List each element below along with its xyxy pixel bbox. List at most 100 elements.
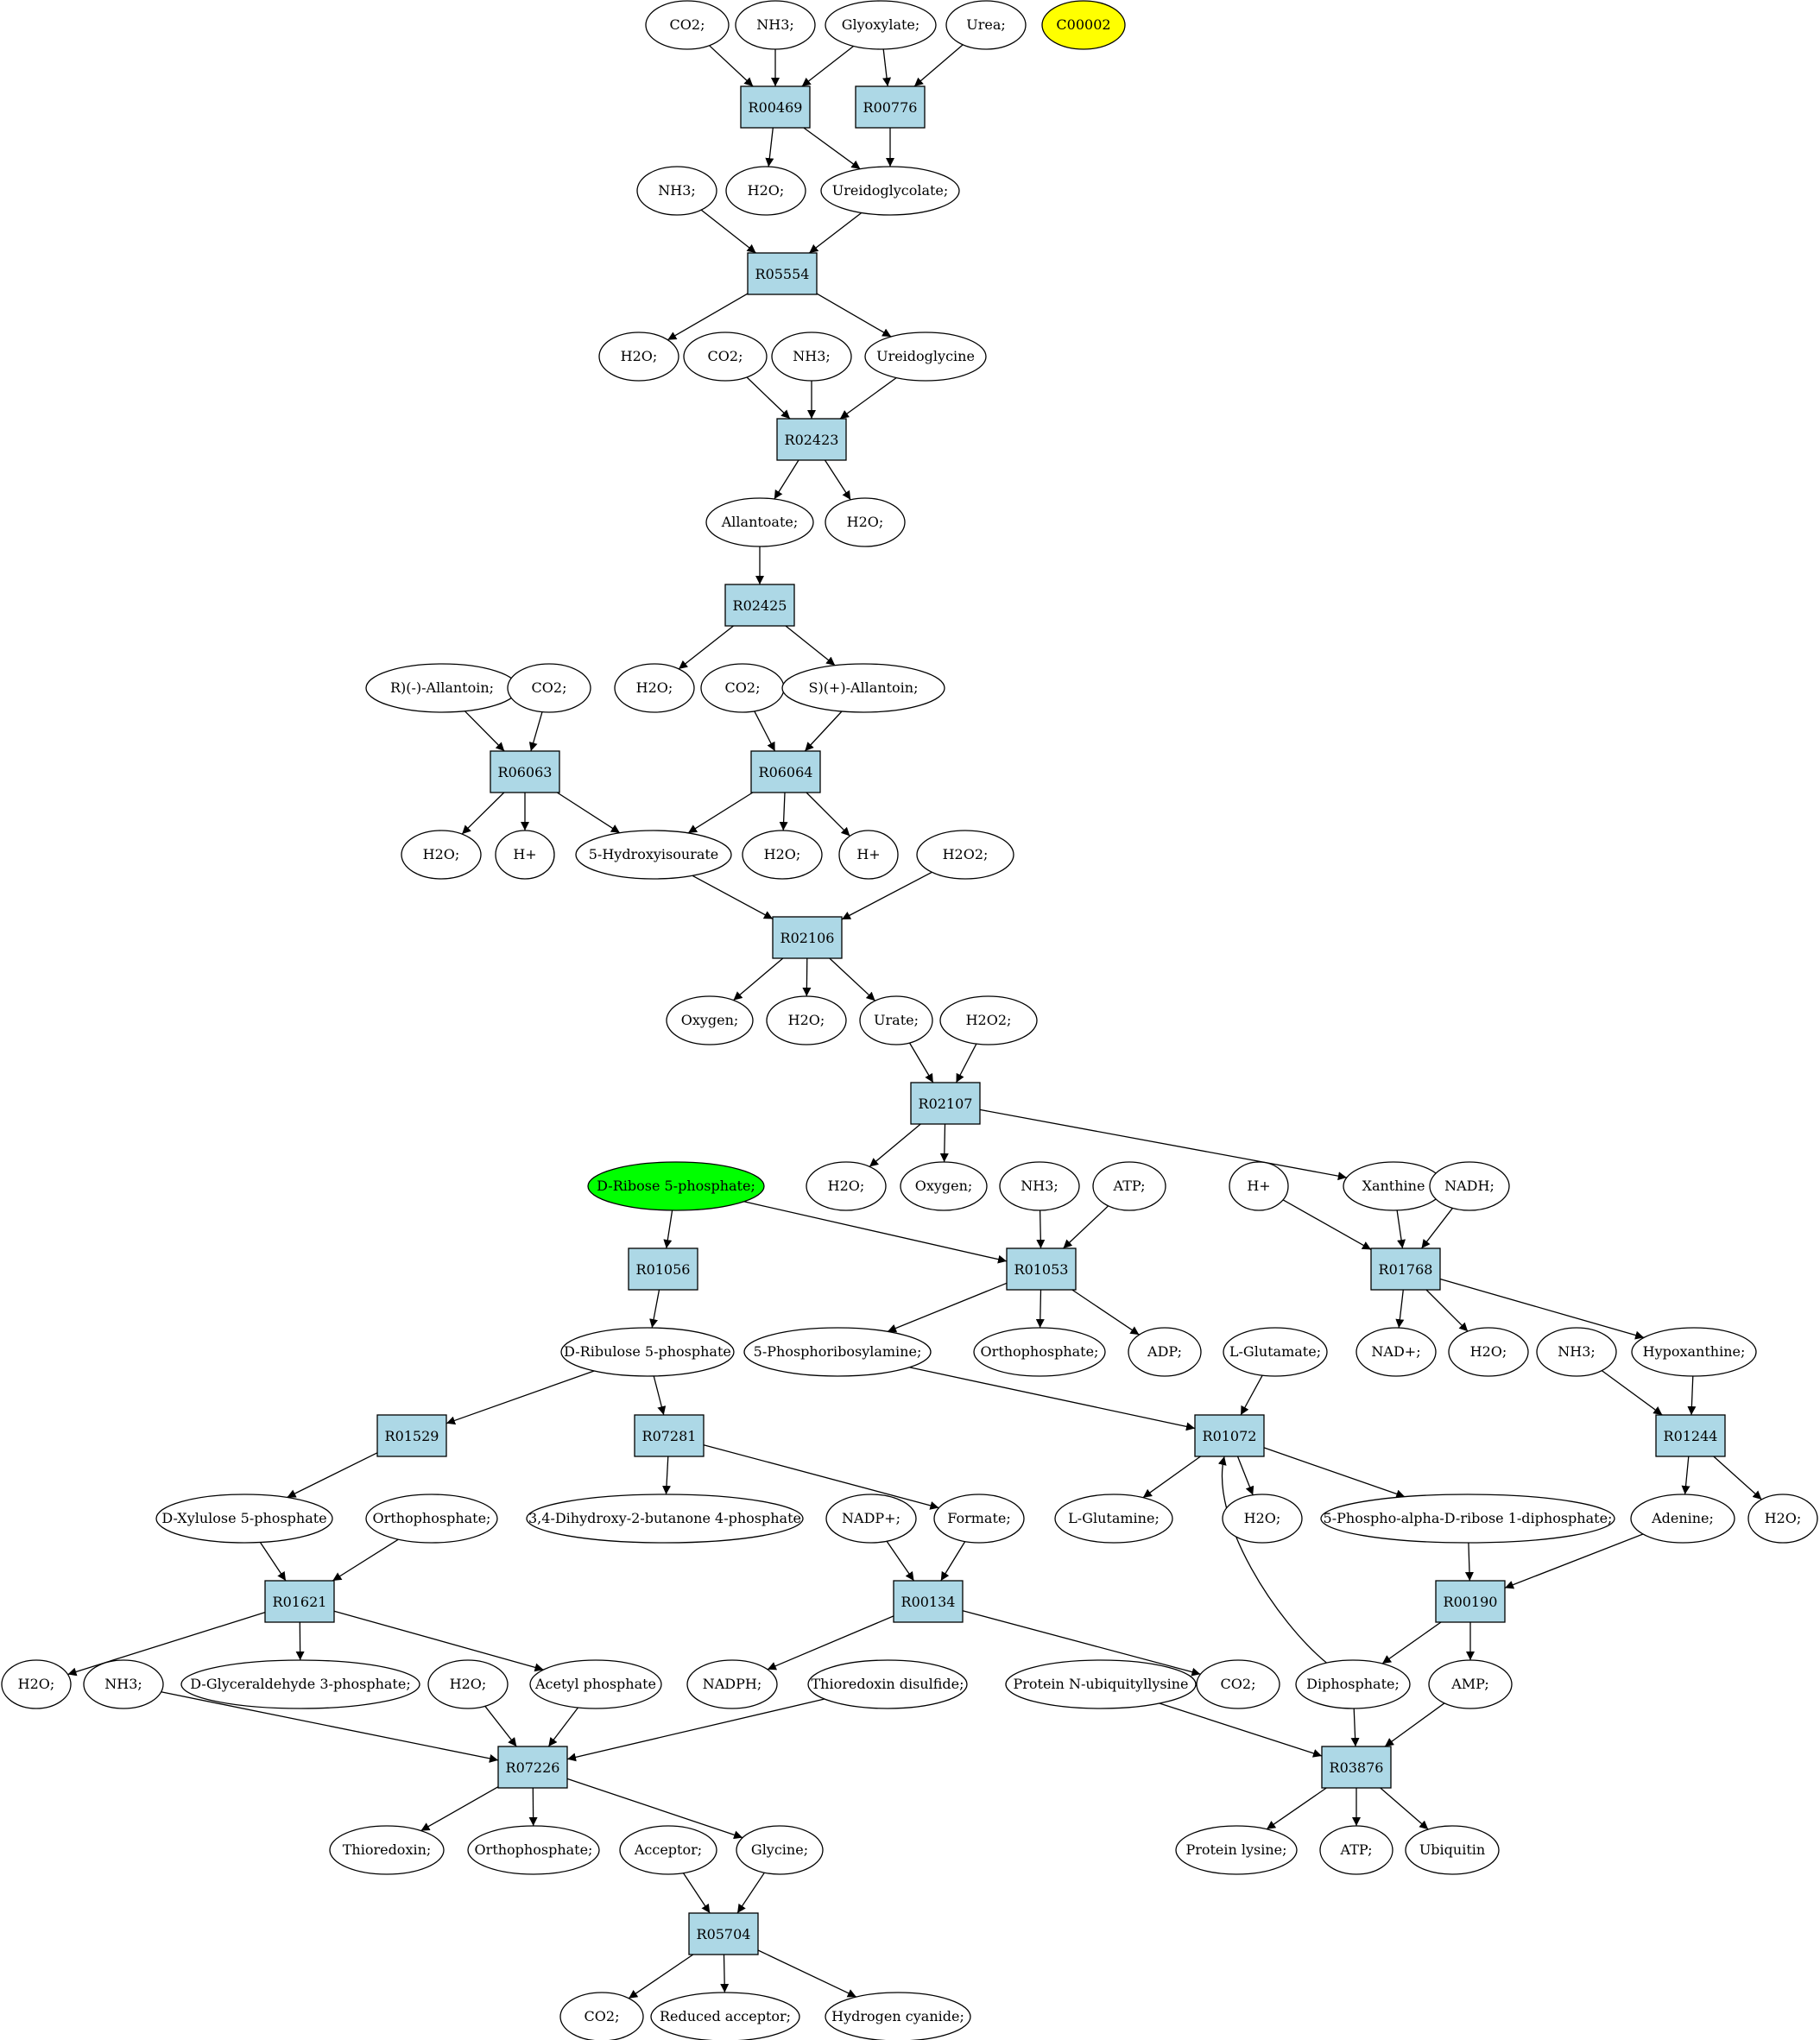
compound-c00002[interactable]: C00002 <box>1041 0 1126 50</box>
compound-co2-5[interactable]: CO2; <box>1196 1659 1280 1709</box>
compound-phosphoribosylamine[interactable]: 5-Phosphoribosylamine; <box>743 1327 932 1377</box>
compound-nadplus[interactable]: NAD+; <box>1356 1327 1437 1377</box>
reaction-r00190[interactable]: R00190 <box>1435 1580 1506 1623</box>
compound-h2o-3[interactable]: H2O; <box>825 497 906 547</box>
reaction-r01056[interactable]: R01056 <box>628 1247 698 1291</box>
reaction-r01244[interactable]: R01244 <box>1655 1414 1726 1457</box>
compound-co2-4[interactable]: CO2; <box>700 663 785 713</box>
compound-orthophosphate-2[interactable]: Orthophosphate; <box>365 1494 498 1544</box>
compound-hplus-2[interactable]: H+ <box>838 830 899 880</box>
compound-nadpplus[interactable]: NADP+; <box>825 1494 917 1544</box>
compound-h2o-13[interactable]: H2O; <box>427 1659 509 1709</box>
compound-oxygen-1[interactable]: Oxygen; <box>666 995 754 1045</box>
compound-acceptor[interactable]: Acceptor; <box>619 1825 717 1875</box>
compound-nadph[interactable]: NADPH; <box>686 1659 778 1709</box>
compound-reduced-acceptor[interactable]: Reduced acceptor; <box>650 1992 800 2040</box>
compound-nh3-1[interactable]: NH3; <box>735 0 816 50</box>
compound-ribulose5p[interactable]: D-Ribulose 5-phosphate <box>560 1327 735 1377</box>
compound-urea[interactable]: Urea; <box>945 0 1027 50</box>
reaction-r07281[interactable]: R07281 <box>634 1414 705 1457</box>
compound-r-allantoin[interactable]: R)(-)-Allantoin; <box>365 663 519 713</box>
compound-h2o-2[interactable]: H2O; <box>598 332 679 382</box>
compound-hydroxyisourate[interactable]: 5-Hydroxyisourate <box>575 830 732 880</box>
reaction-r06063[interactable]: R06063 <box>490 750 560 793</box>
compound-co2-6[interactable]: CO2; <box>559 1992 644 2040</box>
compound-ureidoglycine[interactable]: Ureidoglycine <box>864 332 987 382</box>
compound-label: Hydrogen cyanide; <box>831 2008 964 2024</box>
compound-oxygen-2[interactable]: Oxygen; <box>900 1161 988 1211</box>
compound-nh3-4[interactable]: NH3; <box>999 1161 1080 1211</box>
compound-orthophosphate-1[interactable]: Orthophosphate; <box>973 1327 1106 1377</box>
compound-h2o2-1[interactable]: H2O2; <box>916 830 1014 880</box>
compound-amp[interactable]: AMP; <box>1428 1659 1513 1709</box>
compound-acetylphosphate[interactable]: Acetyl phosphate <box>529 1659 662 1709</box>
reaction-r01768[interactable]: R01768 <box>1370 1247 1441 1291</box>
compound-co2-1[interactable]: CO2; <box>645 0 730 50</box>
compound-adp[interactable]: ADP; <box>1128 1327 1202 1377</box>
compound-orthophosphate-3[interactable]: Orthophosphate; <box>467 1825 600 1875</box>
compound-xanthine[interactable]: Xanthine <box>1343 1161 1444 1211</box>
compound-hydrogen-cyanide[interactable]: Hydrogen cyanide; <box>825 1992 971 2040</box>
compound-thioredoxin[interactable]: Thioredoxin; <box>329 1825 445 1875</box>
reaction-r05704[interactable]: R05704 <box>688 1912 759 1955</box>
compound-protein-lysine[interactable]: Protein lysine; <box>1175 1825 1298 1875</box>
reaction-r01053[interactable]: R01053 <box>1006 1247 1077 1291</box>
compound-h2o-8[interactable]: H2O; <box>806 1161 887 1211</box>
compound-hplus-1[interactable]: H+ <box>495 830 555 880</box>
compound-thioredoxin-disulfide[interactable]: Thioredoxin disulfide; <box>807 1659 968 1709</box>
compound-protein-ubiq[interactable]: Protein N-ubiquityllysine <box>1005 1659 1197 1709</box>
compound-nh3-6[interactable]: NH3; <box>83 1659 164 1709</box>
compound-h2o-5[interactable]: H2O; <box>401 830 482 880</box>
compound-nh3-5[interactable]: NH3; <box>1536 1327 1617 1377</box>
compound-formate[interactable]: Formate; <box>933 1494 1025 1544</box>
compound-hypoxanthine[interactable]: Hypoxanthine; <box>1631 1327 1757 1377</box>
reaction-r01072[interactable]: R01072 <box>1194 1414 1265 1457</box>
compound-urate[interactable]: Urate; <box>859 995 933 1045</box>
compound-hplus-3[interactable]: H+ <box>1229 1161 1289 1211</box>
reaction-r02425[interactable]: R02425 <box>724 584 795 627</box>
compound-h2o2-2[interactable]: H2O2; <box>939 995 1038 1045</box>
compound-h2o-4[interactable]: H2O; <box>614 663 695 713</box>
compound-h2o-6[interactable]: H2O; <box>742 830 823 880</box>
compound-ribose5p[interactable]: D-Ribose 5-phosphate; <box>587 1161 765 1211</box>
compound-nh3-3[interactable]: NH3; <box>771 332 852 382</box>
reaction-r06064[interactable]: R06064 <box>750 750 821 793</box>
compound-glutamine[interactable]: L-Glutamine; <box>1054 1494 1173 1544</box>
compound-h2o-11[interactable]: H2O; <box>1747 1494 1818 1544</box>
compound-diphosphate[interactable]: Diphosphate; <box>1295 1659 1411 1709</box>
compound-h2o-7[interactable]: H2O; <box>766 995 847 1045</box>
reaction-r03876[interactable]: R03876 <box>1321 1746 1392 1789</box>
reaction-r00469[interactable]: R00469 <box>740 85 811 129</box>
compound-glycine[interactable]: Glycine; <box>736 1825 824 1875</box>
compound-atp-1[interactable]: ATP; <box>1092 1161 1166 1211</box>
reaction-r00776[interactable]: R00776 <box>855 85 926 129</box>
compound-nadh[interactable]: NADH; <box>1429 1161 1510 1211</box>
reaction-r01529[interactable]: R01529 <box>376 1414 447 1457</box>
compound-atp-2[interactable]: ATP; <box>1319 1825 1393 1875</box>
compound-glyoxylate[interactable]: Glyoxylate; <box>825 0 937 50</box>
compound-ureidoglycolate[interactable]: Ureidoglycolate; <box>820 166 960 216</box>
compound-h2o-12[interactable]: H2O; <box>1 1659 72 1709</box>
compound-adenine[interactable]: Adenine; <box>1630 1494 1735 1544</box>
compound-co2-2[interactable]: CO2; <box>683 332 768 382</box>
reaction-r02106[interactable]: R02106 <box>772 916 843 959</box>
compound-h2o-9[interactable]: H2O; <box>1448 1327 1529 1377</box>
compound-xylulose5p[interactable]: D-Xylulose 5-phosphate <box>155 1494 333 1544</box>
compound-g3p[interactable]: D-Glyceraldehyde 3-phosphate; <box>180 1659 420 1709</box>
reaction-r05554[interactable]: R05554 <box>747 252 818 295</box>
reaction-r00134[interactable]: R00134 <box>893 1580 964 1623</box>
reaction-r02423[interactable]: R02423 <box>776 418 847 461</box>
compound-co2-3[interactable]: CO2; <box>507 663 591 713</box>
compound-h2o-10[interactable]: H2O; <box>1222 1494 1303 1544</box>
compound-allantoate[interactable]: Allantoate; <box>705 497 814 547</box>
reaction-r01621[interactable]: R01621 <box>264 1580 335 1623</box>
compound-s-allantoin[interactable]: S)(+)-Allantoin; <box>781 663 945 713</box>
reaction-r02107[interactable]: R02107 <box>910 1082 981 1125</box>
compound-dihydroxybutanone[interactable]: 3,4-Dihydroxy-2-butanone 4-phosphate <box>526 1494 804 1544</box>
compound-nh3-2[interactable]: NH3; <box>636 166 717 216</box>
compound-glutamate[interactable]: L-Glutamate; <box>1223 1327 1328 1377</box>
compound-ubiquitin[interactable]: Ubiquitin <box>1405 1825 1500 1875</box>
compound-h2o-1[interactable]: H2O; <box>725 166 806 216</box>
reaction-r07226[interactable]: R07226 <box>497 1746 568 1789</box>
compound-prpp[interactable]: 5-Phospho-alpha-D-ribose 1-diphosphate; <box>1320 1494 1615 1544</box>
